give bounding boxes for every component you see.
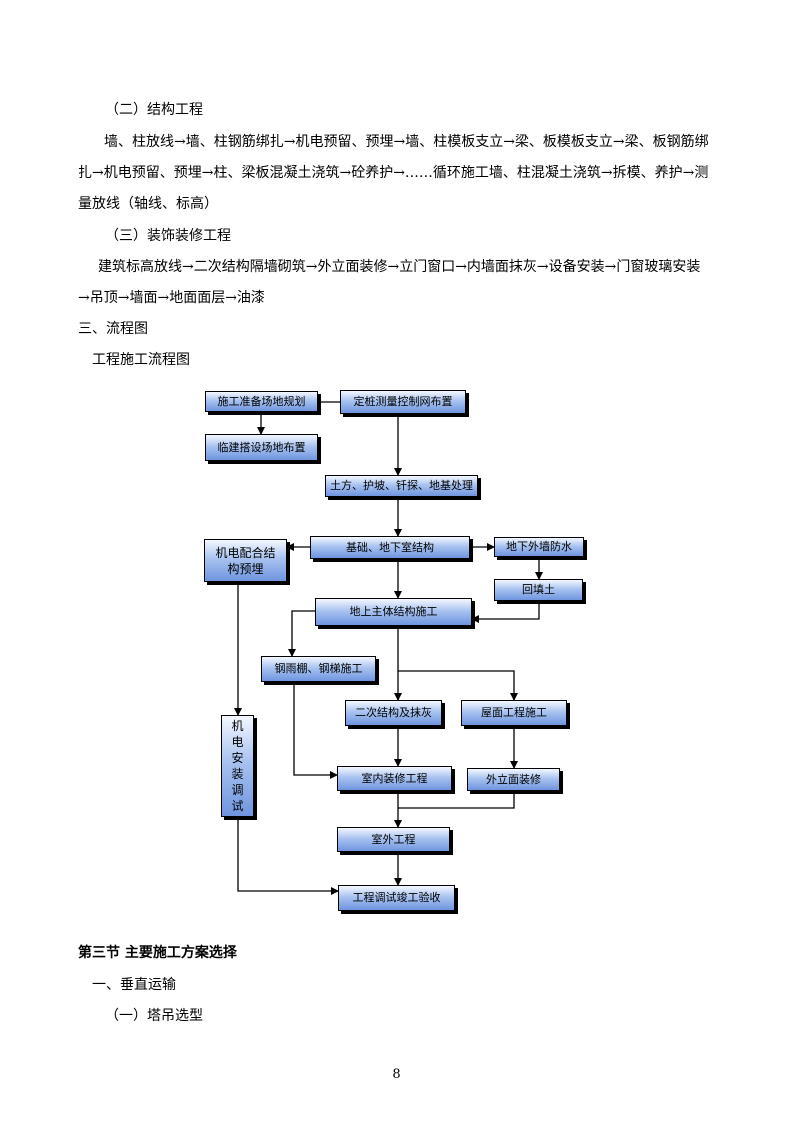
heading-flowchart: 三、流程图 bbox=[78, 321, 148, 337]
heading-vertical-transport: 一、垂直运输 bbox=[92, 977, 176, 993]
box-superstructure: 地上主体结构施工 bbox=[315, 598, 472, 626]
heading-decoration-works: （三）装饰装修工程 bbox=[105, 228, 231, 244]
box-roofing-works: 屋面工程施工 bbox=[461, 700, 567, 726]
page-number: 8 bbox=[392, 1067, 401, 1082]
mep-char-5: 调 bbox=[231, 783, 244, 797]
box-commissioning-acceptance: 工程调试竣工验收 bbox=[338, 885, 455, 911]
connector-b10-b14 bbox=[293, 682, 338, 779]
connector-b9-b12 bbox=[397, 626, 518, 701]
box-steel-canopy-stairs: 钢雨棚、钢梯施工 bbox=[261, 656, 376, 682]
paragraph-decoration-line-2: →吊顶→墙面→地面面层→油漆 bbox=[78, 290, 265, 306]
connector-b9-b10 bbox=[288, 610, 315, 657]
mep-char-6: 试 bbox=[231, 799, 244, 813]
box-earthwork-foundation: 土方、护坡、钎探、地基处理 bbox=[325, 475, 478, 497]
connector-b8-b9 bbox=[471, 601, 540, 623]
heading-tower-crane-selection: （一）塔吊选型 bbox=[105, 1008, 203, 1024]
box-temporary-facilities: 临建搭设场地布置 bbox=[205, 434, 318, 461]
connector-b15-b16 bbox=[398, 791, 515, 809]
box-facade-decoration: 外立面装修 bbox=[467, 768, 560, 791]
box-basement-structure: 基础、地下室结构 bbox=[310, 536, 470, 559]
box-survey-control-network: 定桩测量控制网布置 bbox=[340, 390, 466, 414]
box-mep-embedding: 机电配合结 构预埋 bbox=[204, 539, 287, 582]
paragraph-structural-line-3: 量放线（轴线、标高） bbox=[78, 196, 218, 212]
paragraph-structural-line-2: 扎→机电预留、预埋→柱、梁板混凝土浇筑→砼养护→……循环施工墙、柱混凝土浇筑→拆… bbox=[78, 165, 709, 181]
box-exterior-works: 室外工程 bbox=[337, 827, 450, 852]
box-secondary-structure-plaster: 二次结构及抹灰 bbox=[345, 700, 442, 726]
box-mep-installation-commissioning: 机 电 安 装 调 试 bbox=[221, 715, 254, 817]
section-heading-main-construction-schemes: 第三节 主要施工方案选择 bbox=[78, 945, 237, 961]
mep-char-4: 装 bbox=[231, 767, 244, 781]
box-interior-decoration: 室内装修工程 bbox=[337, 766, 452, 791]
mep-char-3: 安 bbox=[231, 751, 244, 765]
box-mep-embedding-line-1: 机电配合结 bbox=[215, 545, 276, 560]
mep-char-1: 机 bbox=[231, 719, 244, 733]
paragraph-structural-line-1: 墙、柱放线→墙、柱钢筋绑扎→机电预留、预埋→墙、柱模板支立→梁、板模板支立→梁、… bbox=[104, 134, 709, 150]
mep-char-2: 电 bbox=[231, 735, 244, 749]
flowchart-title: 工程施工流程图 bbox=[92, 352, 190, 368]
box-basement-waterproofing: 地下外墙防水 bbox=[494, 537, 584, 557]
box-site-preparation: 施工准备场地规划 bbox=[205, 391, 318, 412]
connector-b13-b17 bbox=[237, 817, 339, 895]
paragraph-decoration-line-1: 建筑标高放线→二次结构隔墙砌筑→外立面装修→立门窗口→内墙面抹灰→设备安装→门窗… bbox=[98, 259, 701, 275]
box-backfill: 回填土 bbox=[494, 579, 583, 601]
heading-structural-works: （二）结构工程 bbox=[105, 102, 203, 118]
box-mep-embedding-line-2: 构预埋 bbox=[227, 561, 264, 576]
